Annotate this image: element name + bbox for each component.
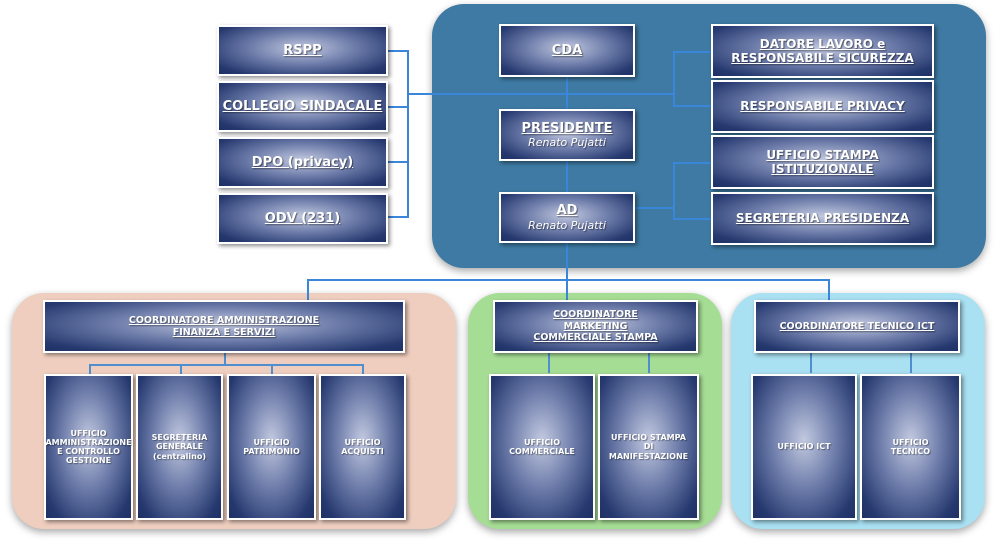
connector-line [407,50,409,218]
office-label: UFFICIO COMMERCIALE [509,437,575,456]
office-box: UFFICIO PATRIMONIO [227,374,316,520]
connector-line [828,279,830,301]
connector-line [566,160,568,192]
office-box: UFFICIO AMMINISTRAZIONE E CONTROLLO GEST… [44,374,133,520]
office-label: UFFICIO PATRIMONIO [243,437,300,456]
odv-box: ODV (231) [217,193,388,244]
connector-line [89,364,363,366]
connector-line [648,353,650,373]
coordinator-ict-box: COORDINATORE TECNICO ICT [754,300,960,353]
connector-line [388,50,408,52]
connector-line [634,207,675,209]
connector-line [388,161,408,163]
box-label: PRESIDENTE [521,120,613,136]
connector-line [673,218,712,220]
box-label: UFFICIO STAMPA ISTITUZIONALE [766,147,879,176]
connector-line [566,279,568,301]
box-label: COLLEGIO SINDACALE [222,98,383,114]
office-label: UFFICIO ACQUISTI [341,437,384,456]
box-label: RSPP [283,42,322,58]
responsabile-privacy-box: RESPONSABILE PRIVACY [711,80,934,133]
connector-line [388,106,408,108]
box-label: COORDINATORE TECNICO ICT [779,320,935,332]
coordinator-marketing-box: COORDINATORE MARKETING COMMERCIALE STAMP… [493,300,698,353]
collegio-sindacale-box: COLLEGIO SINDACALE [217,81,388,132]
connector-line [271,364,273,374]
box-label: DPO (privacy) [251,154,354,170]
connector-line [567,93,674,95]
connector-line [89,364,91,374]
presidente-box: PRESIDENTE Renato Pujatti [499,109,635,161]
office-label: UFFICIO STAMPA DI MANIFESTAZIONE [608,433,689,461]
connector-line [673,162,675,219]
connector-line [910,353,912,373]
office-box: SEGRETERIA GENERALE (centralino) [136,374,223,520]
office-box: UFFICIO STAMPA DI MANIFESTAZIONE [598,374,699,520]
office-label: SEGRETERIA GENERALE (centralino) [151,433,208,461]
connector-line [673,162,712,164]
segreteria-presidenza-box: SEGRETERIA PRESIDENZA [711,192,934,245]
office-box: UFFICIO ICT [751,374,857,520]
box-label: CDA [551,42,583,58]
office-box: UFFICIO COMMERCIALE [489,374,595,520]
connector-line [566,243,568,280]
connector-line [362,364,364,374]
connector-line [407,93,567,95]
connector-line [307,279,309,301]
connector-line [548,353,550,373]
box-label: COORDINATORE AMMINISTRAZIONE FINANZA E S… [128,315,320,338]
coordinator-admin-box: COORDINATORE AMMINISTRAZIONE FINANZA E S… [43,300,405,353]
office-box: UFFICIO TECNICO [860,374,961,520]
connector-line [180,364,182,374]
office-label: UFFICIO ICT [777,442,831,452]
connector-line [388,216,408,218]
datore-lavoro-box: DATORE LAVORO e RESPONSABILE SICUREZZA [711,24,934,78]
ad-box: AD Renato Pujatti [499,192,635,243]
office-label: UFFICIO TECNICO [890,437,931,456]
cda-box: CDA [499,24,635,77]
connector-line [307,279,829,281]
connector-line [224,353,226,365]
connector-line [673,51,675,106]
box-label: AD [556,203,578,219]
box-label: SEGRETERIA PRESIDENZA [735,211,910,226]
box-label: COORDINATORE MARKETING COMMERCIALE STAMP… [533,309,658,344]
connector-line [673,105,712,107]
box-label: ODV (231) [264,210,341,226]
office-label: UFFICIO AMMINISTRAZIONE E CONTROLLO GEST… [45,428,132,466]
connector-line [810,353,812,373]
dpo-box: DPO (privacy) [217,137,388,188]
person-name: Renato Pujatti [528,136,606,150]
box-label: RESPONSABILE PRIVACY [740,99,905,114]
ufficio-stampa-istituzionale-box: UFFICIO STAMPA ISTITUZIONALE [711,135,934,189]
connector-line [673,51,712,53]
rspp-box: RSPP [217,25,388,76]
person-name: Renato Pujatti [528,218,606,232]
box-label: DATORE LAVORO e RESPONSABILE SICUREZZA [731,36,914,65]
office-box: UFFICIO ACQUISTI [319,374,406,520]
